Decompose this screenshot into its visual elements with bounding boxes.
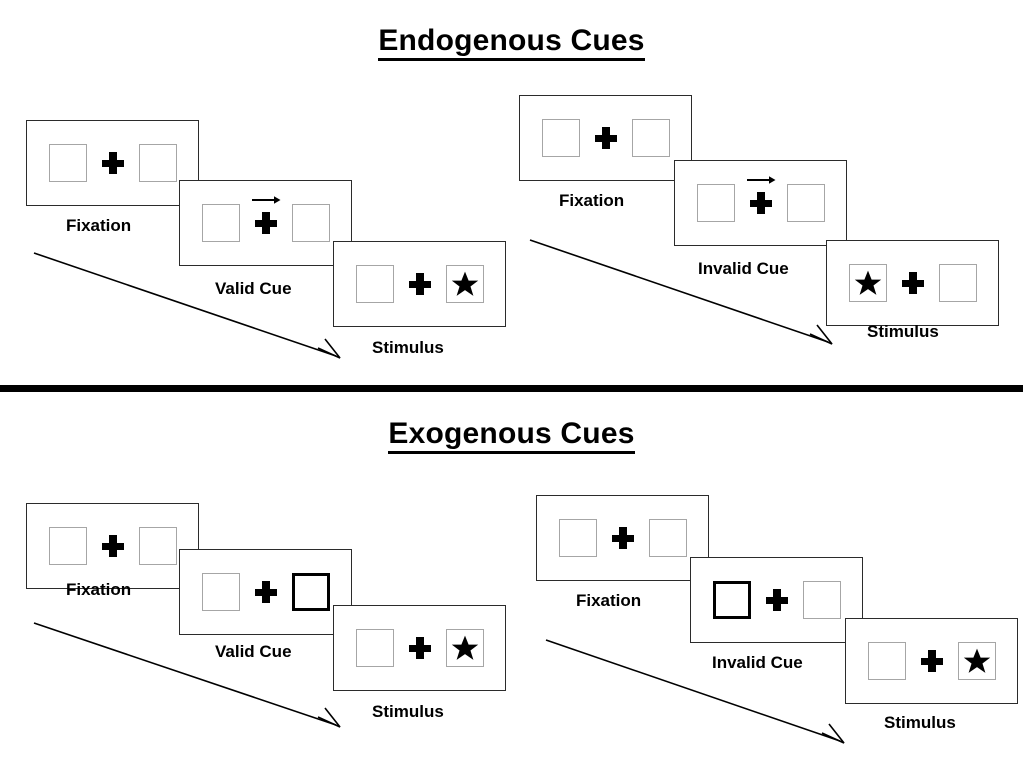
- fixation-cross-icon: [101, 152, 124, 174]
- panel-content: [201, 196, 330, 242]
- fixation-cross-icon: [611, 527, 634, 549]
- panel-exogenous-invalid-cue: [690, 557, 863, 643]
- section-title-endogenous-text: Endogenous Cues: [378, 24, 645, 62]
- time-arrow-endogenous-right: [529, 239, 833, 345]
- star-icon: [451, 635, 478, 660]
- caption-endogenous-invalid-stimulus: Stimulus: [867, 322, 939, 341]
- placeholder-box-left: [867, 642, 906, 680]
- time-arrow-endogenous-left: [33, 252, 341, 359]
- time-arrow-exogenous-left: [33, 622, 341, 728]
- fixation-cross-icon: [251, 196, 280, 234]
- panel-exogenous-valid-stimulus: [333, 605, 506, 691]
- section-title-endogenous: Endogenous Cues: [0, 24, 1023, 62]
- caption-exogenous-valid-cue: Valid Cue: [215, 642, 292, 661]
- placeholder-box-left: [558, 519, 597, 557]
- placeholder-box-left: [48, 527, 87, 565]
- section-title-exogenous: Exogenous Cues: [0, 417, 1023, 455]
- star-icon: [854, 270, 881, 295]
- panel-content: [201, 573, 330, 611]
- caption-endogenous-valid-stimulus: Stimulus: [372, 338, 444, 357]
- placeholder-box-right: [631, 119, 670, 157]
- panel-content: [48, 144, 177, 182]
- placeholder-box-left: [201, 573, 240, 611]
- fixation-cross-icon: [901, 272, 924, 294]
- target-box-right: [445, 265, 484, 303]
- panel-content: [696, 176, 825, 222]
- cue-box-right: [291, 573, 330, 611]
- placeholder-box-right: [138, 527, 177, 565]
- caption-exogenous-invalid-cue: Invalid Cue: [712, 653, 803, 672]
- arrow-right-icon: [251, 196, 280, 204]
- placeholder-box-left: [696, 184, 735, 222]
- panel-content: [867, 642, 996, 680]
- target-box-right: [957, 642, 996, 680]
- panel-content: [848, 264, 977, 302]
- placeholder-box-right: [648, 519, 687, 557]
- panel-exogenous-valid-cue: [179, 549, 352, 635]
- placeholder-box-left: [355, 629, 394, 667]
- panel-endogenous-valid-cue: [179, 180, 352, 266]
- placeholder-box-left: [201, 204, 240, 242]
- cue-box-left: [712, 581, 751, 619]
- section-title-exogenous-text: Exogenous Cues: [388, 417, 635, 455]
- caption-endogenous-invalid-fixation: Fixation: [559, 191, 625, 210]
- fixation-cross-icon: [101, 535, 124, 557]
- caption-exogenous-invalid-fixation: Fixation: [576, 591, 642, 610]
- target-box-right: [445, 629, 484, 667]
- panel-content: [558, 519, 687, 557]
- panel-endogenous-valid-fixation: [26, 120, 199, 206]
- fixation-cross-icon: [920, 650, 943, 672]
- placeholder-box-right: [786, 184, 825, 222]
- panel-exogenous-valid-fixation: [26, 503, 199, 589]
- placeholder-box-right: [938, 264, 977, 302]
- fixation-cross-icon: [408, 637, 431, 659]
- panel-exogenous-invalid-fixation: [536, 495, 709, 581]
- panel-endogenous-invalid-fixation: [519, 95, 692, 181]
- placeholder-box-left: [355, 265, 394, 303]
- fixation-cross-icon: [594, 127, 617, 149]
- panel-content: [48, 527, 177, 565]
- star-icon: [963, 648, 990, 673]
- fixation-cross-icon: [408, 273, 431, 295]
- panel-exogenous-invalid-stimulus: [845, 618, 1018, 704]
- panel-content: [355, 265, 484, 303]
- target-box-left: [848, 264, 887, 302]
- placeholder-box-right: [802, 581, 841, 619]
- caption-exogenous-invalid-stimulus: Stimulus: [884, 713, 956, 732]
- placeholder-box-right: [291, 204, 330, 242]
- panel-endogenous-invalid-cue: [674, 160, 847, 246]
- caption-endogenous-valid-fixation: Fixation: [66, 216, 132, 235]
- caption-endogenous-invalid-cue: Invalid Cue: [698, 259, 789, 278]
- panel-endogenous-valid-stimulus: [333, 241, 506, 327]
- panel-endogenous-invalid-stimulus: [826, 240, 999, 326]
- placeholder-box-left: [541, 119, 580, 157]
- panel-content: [355, 629, 484, 667]
- panel-content: [712, 581, 841, 619]
- fixation-cross-icon: [746, 176, 775, 214]
- caption-endogenous-valid-cue: Valid Cue: [215, 279, 292, 298]
- placeholder-box-left: [48, 144, 87, 182]
- caption-exogenous-valid-stimulus: Stimulus: [372, 702, 444, 721]
- star-icon: [451, 271, 478, 296]
- fixation-cross-icon: [254, 581, 277, 603]
- panel-content: [541, 119, 670, 157]
- arrow-right-icon: [746, 176, 775, 184]
- section-divider: [0, 385, 1023, 392]
- placeholder-box-right: [138, 144, 177, 182]
- fixation-cross-icon: [765, 589, 788, 611]
- caption-exogenous-valid-fixation: Fixation: [66, 580, 132, 599]
